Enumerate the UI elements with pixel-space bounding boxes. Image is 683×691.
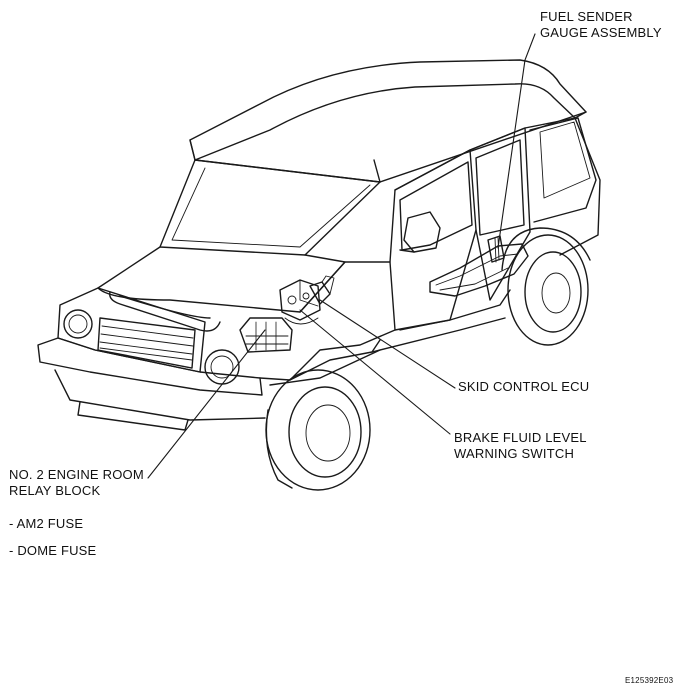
skid-control-ecu-component xyxy=(279,279,321,325)
rear-wheel xyxy=(507,234,589,346)
rear-window xyxy=(475,139,525,236)
label-skid-control-line1: SKID CONTROL ECU xyxy=(458,379,590,394)
label-fuel-sender: FUEL SENDER GAUGE ASSEMBLY xyxy=(540,9,662,41)
label-fuel-sender-line1: FUEL SENDER xyxy=(540,9,633,24)
leader-relay-block xyxy=(147,329,266,479)
front-window xyxy=(399,161,473,251)
side-mirror xyxy=(403,211,441,253)
label-relay-block-line1: NO. 2 ENGINE ROOM xyxy=(9,467,144,482)
label-fuel-sender-line2: GAUGE ASSEMBLY xyxy=(540,25,662,40)
fuse-item-am2: - AM2 FUSE xyxy=(9,516,84,531)
rear-door xyxy=(469,127,531,301)
label-relay-block: NO. 2 ENGINE ROOM RELAY BLOCK xyxy=(9,467,144,499)
fuse-item-dome: - DOME FUSE xyxy=(9,543,97,558)
front-door xyxy=(394,149,477,331)
front-fender xyxy=(289,261,396,381)
left-headlight xyxy=(63,309,93,339)
label-am2-fuse: - AM2 FUSE xyxy=(9,516,83,532)
label-brake-fluid-line2: WARNING SWITCH xyxy=(454,446,575,461)
label-dome-fuse: - DOME FUSE xyxy=(9,543,96,559)
leader-brake-fluid xyxy=(299,309,451,435)
brake-fluid-reservoir xyxy=(309,275,335,305)
rocker xyxy=(394,289,511,331)
roof-outline xyxy=(189,59,587,161)
roof-rail xyxy=(379,111,587,183)
right-headlight xyxy=(204,349,240,385)
fuel-tank xyxy=(429,243,529,297)
fuel-sender-gauge xyxy=(487,235,505,263)
relay-block-component xyxy=(239,317,293,353)
label-skid-control-ecu: SKID CONTROL ECU xyxy=(458,379,589,395)
leader-fuel-sender xyxy=(497,33,536,249)
label-brake-fluid: BRAKE FLUID LEVEL WARNING SWITCH xyxy=(454,430,587,462)
front-bumper xyxy=(37,337,263,396)
label-relay-block-line2: RELAY BLOCK xyxy=(9,483,101,498)
label-brake-fluid-line1: BRAKE FLUID LEVEL xyxy=(454,430,587,445)
figure-code: E125392E03 xyxy=(625,676,674,685)
leader-skid-control xyxy=(319,299,456,389)
roof-front-edge xyxy=(189,139,381,183)
